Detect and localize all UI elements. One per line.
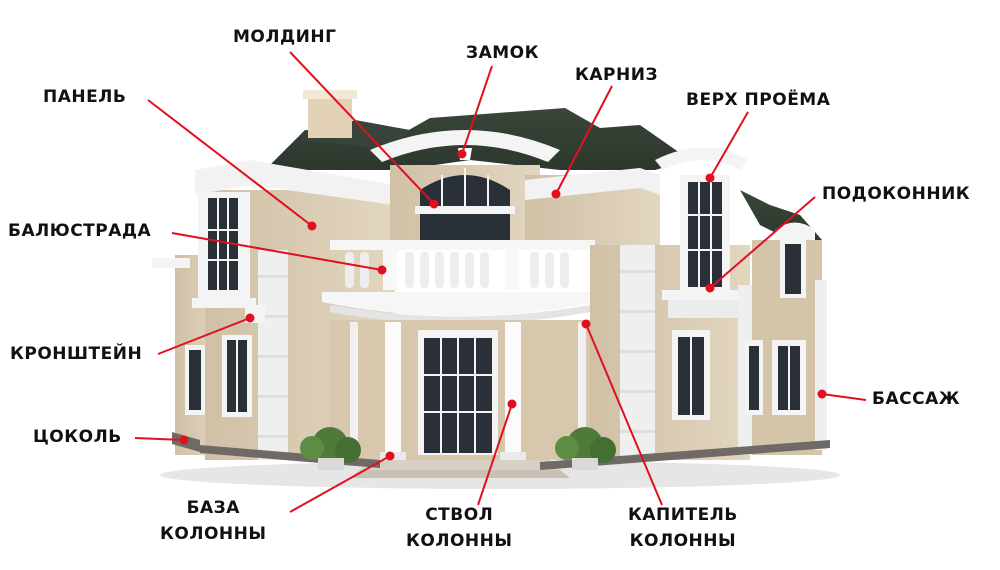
label-column-capital: КАПИТЕЛЬ КОЛОННЫ [628,502,738,554]
label-quoin: БАССАЖ [872,388,960,410]
leader-opening-top [710,112,748,178]
label-column-capital-line2: КОЛОННЫ [628,528,738,554]
label-column-shaft: СТВОЛ КОЛОННЫ [406,502,513,554]
label-bracket: КРОНШТЕЙН [10,343,142,365]
label-windowsill: ПОДОКОННИК [822,183,970,205]
porch [330,320,590,478]
label-opening-top: ВЕРХ ПРОЁМА [686,89,830,111]
label-cornice: КАРНИЗ [575,64,658,86]
label-panel: ПАНЕЛЬ [43,86,126,108]
label-column-base-line1: БАЗА [160,495,267,521]
balcony [322,240,598,324]
label-column-base-line2: КОЛОННЫ [160,521,267,547]
label-column-shaft-line1: СТВОЛ [406,502,513,528]
leader-quoin [822,394,866,400]
label-column-base: БАЗА КОЛОННЫ [160,495,267,547]
label-column-capital-line1: КАПИТЕЛЬ [628,502,738,528]
label-column-shaft-line2: КОЛОННЫ [406,528,513,554]
label-keystone: ЗАМОК [466,42,539,64]
label-plinth: ЦОКОЛЬ [33,426,122,448]
label-molding: МОЛДИНГ [233,26,336,48]
label-balustrade: БАЛЮСТРАДА [8,220,151,242]
